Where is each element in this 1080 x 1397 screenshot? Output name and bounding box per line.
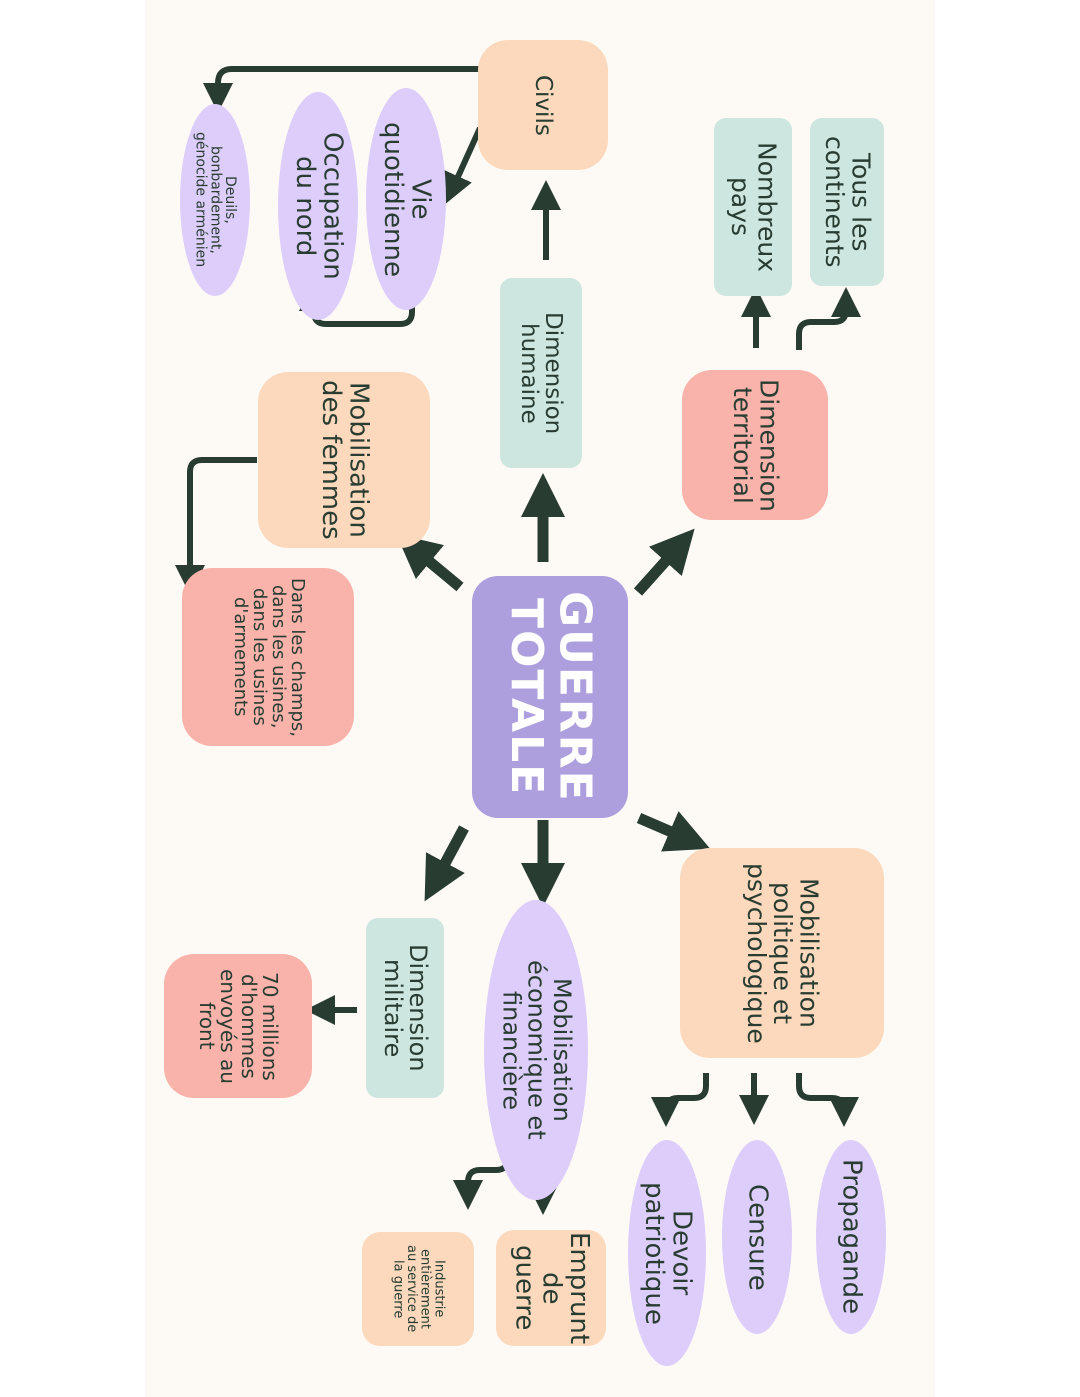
node-70-millions[interactable]: 70 millions d'hommes envoyés au front: [164, 954, 312, 1098]
node-censure[interactable]: Censure: [722, 1140, 792, 1334]
node-propagande[interactable]: Propagande: [816, 1140, 886, 1334]
node-label: Mobilisation des femmes: [316, 380, 374, 540]
node-label: Dans les champs, dans les usines, dans l…: [230, 577, 308, 737]
node-label: Censure: [742, 1183, 773, 1291]
node-mobilisation-politique[interactable]: Mobilisation politique et psychologique: [680, 848, 884, 1058]
node-emprunt-de-guerre[interactable]: Emprunt de guerre: [496, 1230, 606, 1346]
node-dimension-humaine[interactable]: Dimension humaine: [500, 278, 582, 468]
node-label: Tous les continents: [820, 136, 876, 268]
node-label: Vie quotidienne: [378, 121, 436, 277]
node-label: Nombreux pays: [726, 142, 782, 272]
node-label: Mobilisation politique et psychologique: [741, 862, 824, 1044]
node-label: Propagande: [836, 1159, 867, 1315]
node-mobilisation-des-femmes[interactable]: Mobilisation des femmes: [258, 372, 430, 548]
node-label: Dimension territorial: [728, 378, 784, 512]
node-label: 70 millions d'hommes envoyés au front: [195, 968, 282, 1084]
node-dimension-militaire[interactable]: Dimension militaire: [366, 918, 444, 1098]
node-label: Industrie entièrement au service de la g…: [390, 1245, 447, 1333]
central-topic-label: GUERRE TOTALE: [501, 591, 601, 803]
node-label: Mobilisation économique et financière: [497, 960, 576, 1140]
node-vie-quotidienne[interactable]: Vie quotidienne: [366, 88, 446, 310]
node-mobilisation-economique[interactable]: Mobilisation économique et financière: [484, 900, 588, 1200]
node-label: Dimension humaine: [516, 311, 567, 435]
node-devoir-patriotique[interactable]: Devoir patriotique: [628, 1140, 706, 1366]
node-industrie[interactable]: Industrie entièrement au service de la g…: [362, 1232, 474, 1346]
node-dimension-territorial[interactable]: Dimension territorial: [682, 370, 828, 520]
node-label: Devoir patriotique: [639, 1181, 697, 1325]
node-tous-les-continents[interactable]: Tous les continents: [810, 118, 884, 286]
node-label: Occupation du nord: [290, 132, 348, 280]
node-nombreux-pays[interactable]: Nombreux pays: [714, 118, 792, 296]
node-label: Civils: [530, 74, 557, 136]
node-occupation-du-nord[interactable]: Occupation du nord: [278, 92, 358, 320]
node-civils[interactable]: Civils: [478, 40, 608, 170]
node-label: Emprunt de guerre: [509, 1231, 594, 1345]
central-topic-guerre-totale[interactable]: GUERRE TOTALE: [472, 576, 628, 818]
node-deuils[interactable]: Deuils, bonbardement, génocide arménien: [180, 104, 250, 296]
node-label: Deuils, bonbardement, génocide arménien: [192, 132, 239, 268]
node-champs-usines[interactable]: Dans les champs, dans les usines, dans l…: [182, 568, 354, 746]
node-label: Dimension militaire: [379, 944, 433, 1072]
